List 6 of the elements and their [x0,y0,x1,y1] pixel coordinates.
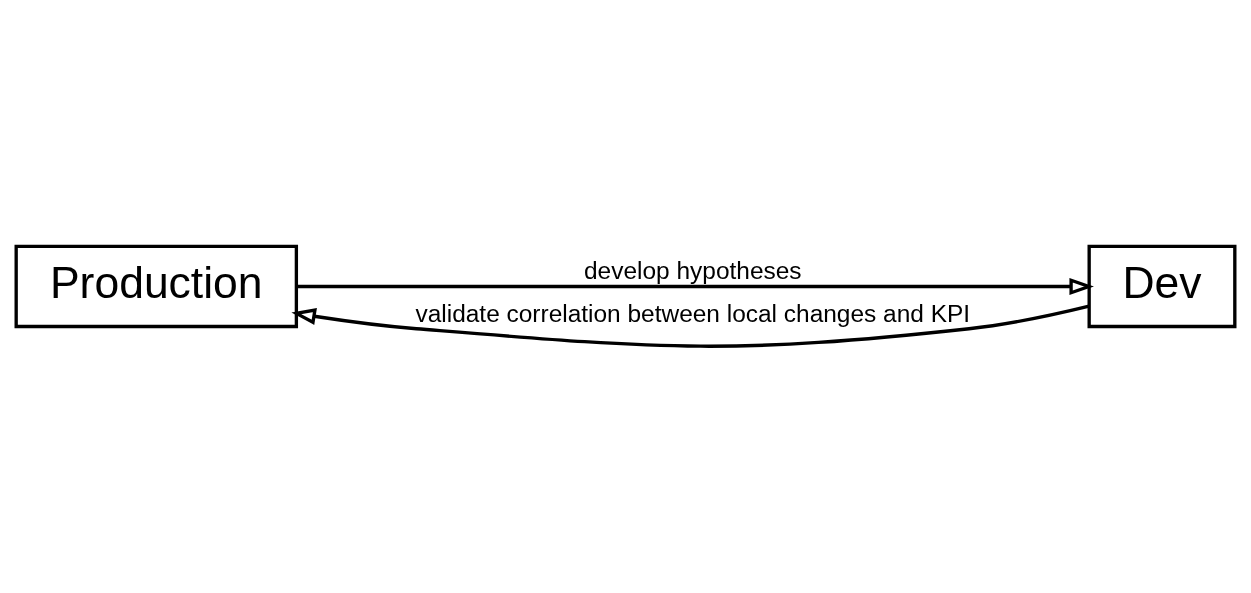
edge-label: develop hypotheses [584,257,802,285]
node-box: Dev [1087,244,1237,329]
arrow [291,304,1090,348]
arrow [296,277,1094,296]
edge-label: validate correlation between local changes and KPI [415,299,971,327]
node-box: Production [14,244,299,329]
